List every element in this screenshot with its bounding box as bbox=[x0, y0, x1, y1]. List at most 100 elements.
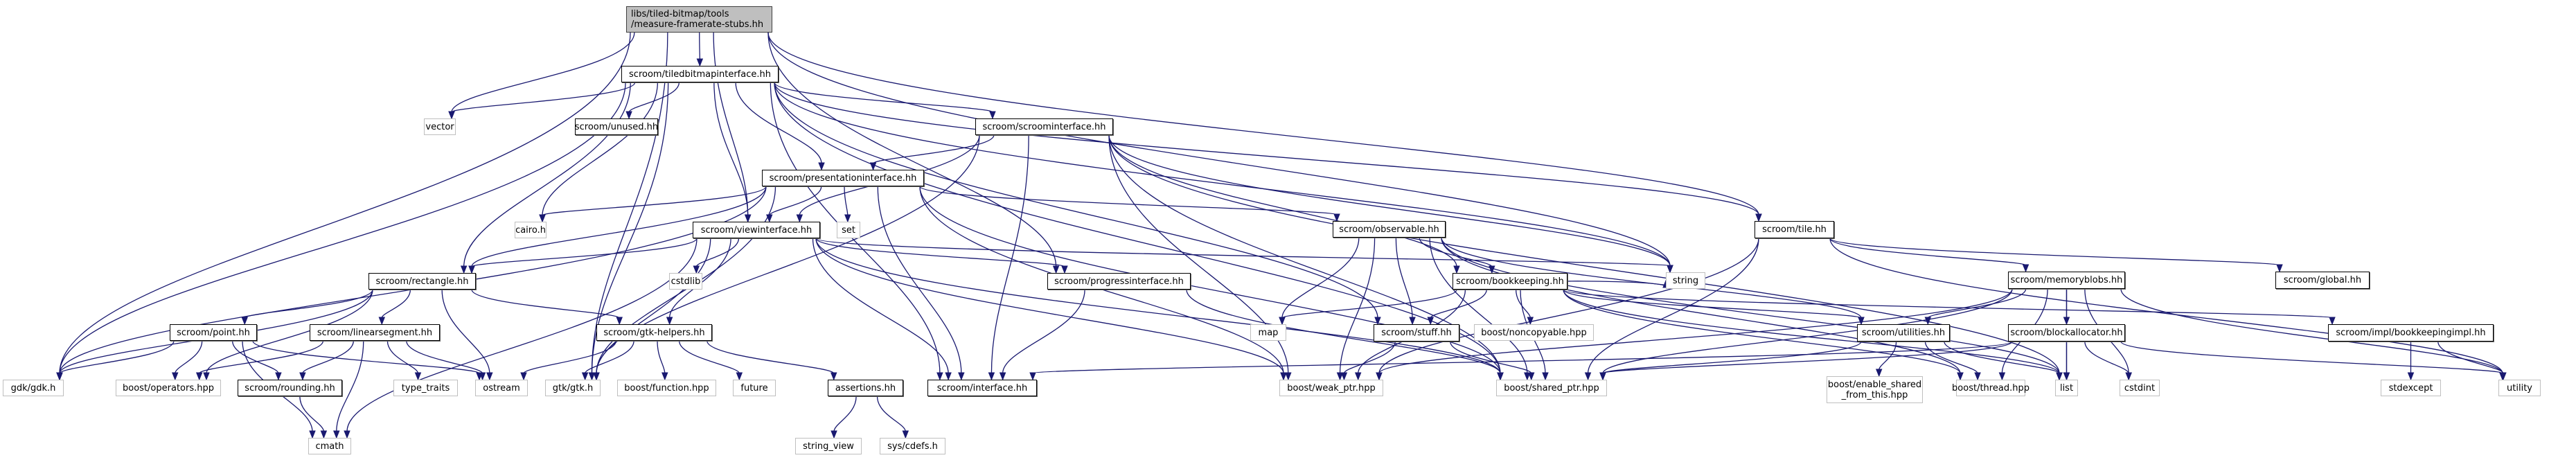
edge-memoryblobs-to-shared_ptr bbox=[1602, 288, 2013, 374]
edge-stuff-to-shared_ptr bbox=[1450, 341, 1532, 374]
edge-tiledbitmapinterface-to-stuff bbox=[774, 82, 1378, 319]
node-scroominterface[interactable]: scroom/scroominterface.hh bbox=[975, 118, 1113, 135]
node-bookkeepingimpl[interactable]: scroom/impl/bookkeepingimpl.hh bbox=[2328, 324, 2494, 342]
edge-root-to-string bbox=[767, 32, 1671, 267]
node-cdefs: sys/cdefs.h bbox=[880, 438, 945, 454]
edge-observable-to-stuff bbox=[1395, 237, 1413, 319]
node-stuff[interactable]: scroom/stuff.hh bbox=[1374, 324, 1459, 342]
edge-gtkhelpers-to-future bbox=[678, 340, 740, 374]
arrowhead-presentationinterface-to-observable bbox=[1333, 213, 1340, 222]
edge-presentationinterface-to-shared_ptr bbox=[919, 186, 1501, 374]
edge-bookkeeping-to-list bbox=[1563, 289, 2060, 374]
node-tile[interactable]: scroom/tile.hh bbox=[1755, 221, 1834, 238]
edge-presentationinterface-to-cairo bbox=[542, 186, 767, 216]
arrowhead-tiledbitmapinterface-to-interface bbox=[936, 372, 943, 381]
node-presentationinterface[interactable]: scroom/presentationinterface.hh bbox=[762, 170, 924, 186]
node-observable[interactable]: scroom/observable.hh bbox=[1333, 221, 1446, 238]
arrowhead-bookkeeping-to-map bbox=[1279, 317, 1286, 326]
arrowhead-point-to-cmath bbox=[309, 430, 316, 439]
node-noncopyable: boost/noncopyable.hpp bbox=[1474, 324, 1594, 341]
arrowhead-viewinterface-to-gtk bbox=[593, 372, 600, 381]
node-utilities[interactable]: scroom/utilities.hh bbox=[1857, 324, 1950, 342]
node-future: future bbox=[733, 380, 776, 396]
edge-progressinterface-to-interface bbox=[1002, 289, 1085, 374]
arrowhead-bookkeeping-to-bookkeepingimpl bbox=[2329, 317, 2336, 326]
edge-tiledbitmapinterface-to-scroominterface bbox=[774, 82, 993, 113]
edge-progressinterface-to-shared_ptr bbox=[1186, 289, 1501, 374]
edge-root-to-viewinterface bbox=[713, 32, 749, 216]
arrowhead-linearsegment-to-ostream bbox=[479, 372, 486, 381]
edge-observable-to-shared_ptr bbox=[1429, 237, 1528, 374]
node-rectangle[interactable]: scroom/rectangle.hh bbox=[368, 273, 476, 290]
edge-root-to-gtk bbox=[591, 32, 668, 374]
node-rounding[interactable]: scroom/rounding.hh bbox=[238, 380, 342, 396]
edge-tiledbitmapinterface-to-presentationinterface bbox=[735, 82, 822, 164]
arrowhead-memoryblobs-to-weak_ptr bbox=[1376, 372, 1383, 381]
node-blockallocator[interactable]: scroom/blockallocator.hh bbox=[2008, 324, 2125, 342]
edge-viewinterface-to-cstdlib bbox=[695, 238, 740, 267]
edge-bookkeeping-to-map bbox=[1281, 289, 1457, 319]
node-shared-ptr: boost/shared_ptr.hpp bbox=[1496, 380, 1607, 396]
arrowhead-scroominterface-to-interface bbox=[988, 372, 995, 381]
arrowhead-scroominterface-to-presentationinterface bbox=[869, 162, 877, 171]
arrowhead-memoryblobs-to-thread bbox=[1998, 372, 2006, 381]
node-unused[interactable]: scroom/unused.hh bbox=[575, 118, 658, 135]
node-string-view: string_view bbox=[795, 438, 862, 454]
node-function: boost/function.hpp bbox=[617, 380, 716, 396]
node-global[interactable]: scroom/global.hh bbox=[2275, 272, 2370, 289]
node-assertions[interactable]: assertions.hh bbox=[828, 380, 903, 396]
node-cstdlib: cstdlib bbox=[669, 273, 702, 290]
edge-scroominterface-to-weak_ptr bbox=[1108, 134, 1289, 374]
node-progressinterface[interactable]: scroom/progressinterface.hh bbox=[1047, 273, 1191, 290]
node-point[interactable]: scroom/point.hh bbox=[170, 324, 257, 341]
node-vector: vector bbox=[424, 118, 456, 135]
edge-tile-to-weak_ptr bbox=[1378, 238, 1759, 374]
arrowhead-bookkeeping-to-utilities bbox=[1858, 317, 1865, 326]
arrowhead-progressinterface-to-interface bbox=[999, 372, 1006, 381]
node-tiledbitmapinterface[interactable]: scroom/tiledbitmapinterface.hh bbox=[621, 66, 779, 82]
edge-viewinterface-to-shared_ptr bbox=[815, 238, 1501, 374]
node-memoryblobs[interactable]: scroom/memoryblobs.hh bbox=[2008, 272, 2125, 289]
arrowhead-observable-to-weak_ptr bbox=[1336, 372, 1344, 381]
node-cstdint: cstdint bbox=[2120, 380, 2160, 396]
arrowhead-tiledbitmapinterface-to-vector bbox=[448, 111, 455, 120]
edge-tile-to-global bbox=[1829, 238, 2280, 266]
node-viewinterface[interactable]: scroom/viewinterface.hh bbox=[693, 222, 820, 238]
edge-rectangle-to-ostream bbox=[441, 289, 490, 374]
arrowhead-presentationinterface-to-set bbox=[844, 214, 851, 223]
edge-utilities-to-thread bbox=[1924, 341, 1978, 374]
edge-blockallocator-to-shared_ptr bbox=[1602, 341, 2013, 374]
edge-viewinterface-to-string bbox=[815, 238, 1671, 267]
arrowhead-observable-to-stuff bbox=[1409, 317, 1416, 326]
arrowhead-bookkeeping-to-noncopyable bbox=[1527, 317, 1534, 326]
arrowhead-viewinterface-to-progressinterface bbox=[1061, 265, 1068, 274]
node-stdexcept: stdexcept bbox=[2381, 380, 2441, 396]
arrowhead-viewinterface-to-cstdlib bbox=[693, 265, 700, 274]
node-interface[interactable]: scroom/interface.hh bbox=[927, 380, 1037, 396]
node-linearsegment[interactable]: scroom/linearsegment.hh bbox=[310, 324, 440, 341]
edge-tile-to-memoryblobs bbox=[1829, 238, 2027, 266]
edge-bookkeeping-to-utilities bbox=[1563, 289, 1862, 319]
arrowhead-gtkhelpers-to-ostream bbox=[520, 372, 527, 381]
edge-root-to-gdk bbox=[59, 32, 631, 374]
edge-utilities-to-list bbox=[1944, 341, 2060, 374]
arrowhead-utilities-to-enable_shared bbox=[1875, 369, 1883, 378]
edge-bookkeeping-to-bookkeepingimpl bbox=[1563, 289, 2333, 319]
arrowhead-rectangle-to-linearsegment bbox=[378, 317, 386, 326]
node-bookkeeping[interactable]: scroom/bookkeeping.hh bbox=[1453, 273, 1567, 290]
arrowhead-tiledbitmapinterface-to-stuff bbox=[1374, 317, 1381, 326]
arrowhead-viewinterface-to-weak_ptr bbox=[1280, 372, 1287, 381]
node-operators: boost/operators.hpp bbox=[116, 380, 221, 396]
arrowhead-stuff-to-shared_ptr bbox=[1528, 372, 1535, 381]
edge-stuff-to-weak_ptr bbox=[1343, 341, 1396, 374]
arrowhead-scroominterface-to-weak_ptr bbox=[1285, 372, 1292, 381]
edge-point-to-rounding bbox=[231, 340, 279, 374]
arrowhead-rectangle-to-point bbox=[241, 317, 248, 326]
arrowhead-tiledbitmapinterface-to-scroominterface bbox=[989, 111, 996, 120]
node-gtkhelpers[interactable]: scroom/gtk-helpers.hh bbox=[596, 324, 712, 341]
arrowhead-viewinterface-to-rectangle bbox=[468, 265, 475, 274]
edge-viewinterface-to-progressinterface bbox=[815, 238, 1065, 267]
arrowhead-scroominterface-to-bookkeeping bbox=[1453, 265, 1460, 274]
edge-rounding-to-cmath bbox=[299, 396, 325, 432]
